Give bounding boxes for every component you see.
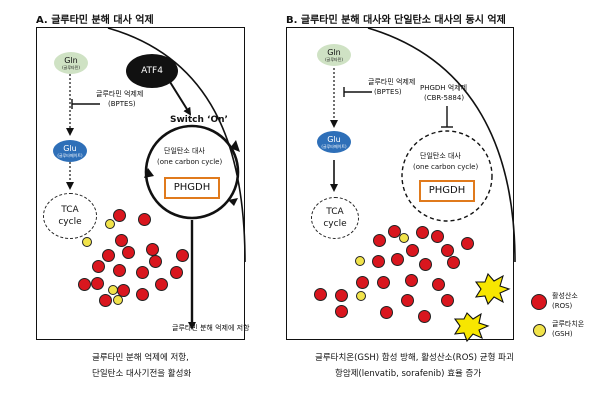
ros-dot <box>446 255 460 269</box>
ros-burst-2 <box>453 312 490 343</box>
panel-b-one-carbon-cycle <box>401 130 493 222</box>
panel-b-caption-line-1: 글루타치온(GSH) 합성 방해, 활성산소(ROS) 균형 파괴 <box>315 353 514 363</box>
ros-dot <box>145 242 159 256</box>
legend-gsh-label-2: (GSH) <box>552 330 573 338</box>
ros-dot <box>430 229 444 243</box>
ros-dot <box>379 305 393 319</box>
ros-dot <box>112 263 126 277</box>
legend-ros-label-2: (ROS) <box>552 302 573 310</box>
panel-b-tca-node: TCA cycle <box>311 197 359 239</box>
panel-a-tca-node: TCA cycle <box>43 193 97 239</box>
ros-dot <box>112 208 126 222</box>
ros-dot <box>390 252 404 266</box>
ros-dot <box>98 293 112 307</box>
ros-dot <box>101 248 115 262</box>
ros-dot <box>137 212 151 226</box>
panel-b-inhibitor2-label: PHGDH 억제제 <box>420 84 468 92</box>
ros-dot <box>114 233 128 247</box>
ros-dot <box>355 275 369 289</box>
ros-dot <box>440 243 454 257</box>
panel-b-inhibitor2-name: (CBR-5884) <box>424 94 465 102</box>
ros-dot <box>418 257 432 271</box>
ros-dot <box>404 273 418 287</box>
ros-dot <box>371 254 385 268</box>
ros-dot <box>372 233 386 247</box>
gsh-dot <box>82 237 92 247</box>
ros-dot <box>417 309 431 323</box>
ros-dot <box>121 245 135 259</box>
gsh-dot <box>355 256 365 266</box>
ros-dot <box>116 283 130 297</box>
panel-b-gln-node: Gln (글루타민) <box>317 44 351 66</box>
ros-burst-1 <box>474 272 511 306</box>
ros-dot <box>460 236 474 250</box>
panel-b-one-carbon-en: (one carbon cycle) <box>413 163 479 171</box>
panel-b-title: B. 글루타민 분해 대사와 단일탄소 대사의 동시 억제 <box>286 15 506 26</box>
panel-a-one-carbon-cycle <box>144 124 240 220</box>
ros-dot <box>90 276 104 290</box>
ros-dot <box>91 259 105 273</box>
panel-a-inhibitor-label: 글루타민 억제제 <box>96 90 144 98</box>
panel-a-resistance-label: 글루타민 분해 억제에 저항 <box>172 324 250 332</box>
panel-b-inhibitor1-name: (BPTES) <box>374 88 402 96</box>
ros-dot <box>405 243 419 257</box>
panel-b-frame <box>286 27 514 340</box>
ros-dot <box>400 293 414 307</box>
ros-dot <box>77 277 91 291</box>
ros-dot <box>440 293 454 307</box>
panel-a-cell-membrane <box>107 27 246 263</box>
gsh-dot <box>356 291 366 301</box>
ros-dot <box>313 287 327 301</box>
panel-b-caption-line-2: 항암제(lenvatib, sorafenib) 효율 증가 <box>335 369 482 379</box>
panel-b-phgdh-box: PHGDH <box>419 180 475 202</box>
ros-dot <box>431 277 445 291</box>
panel-a-atf4-node: ATF4 <box>126 54 178 88</box>
panel-a-caption-line-2: 단일탄소 대사기전을 활성화 <box>92 369 192 379</box>
panel-b-inhibitor1-label: 글루타민 억제제 <box>368 78 416 86</box>
panel-a-one-carbon-ko: 단일탄소 대사 <box>164 147 205 155</box>
ros-dot <box>154 277 168 291</box>
gsh-dot <box>113 295 123 305</box>
panel-a-one-carbon-en: (one carbon cycle) <box>157 158 223 166</box>
panel-a-gln-node: Gln (글루타민) <box>54 52 88 74</box>
panel-a-inhibitor-name: (BPTES) <box>108 100 136 108</box>
panel-b-one-carbon-ko: 단일탄소 대사 <box>420 152 461 160</box>
ros-dot <box>334 304 348 318</box>
panel-a-switch-on: Switch ‘On’ <box>170 115 228 125</box>
panel-b-glu-node: Glu (글루타메이트) <box>317 131 351 153</box>
legend-ros-label-1: 활성산소 <box>552 292 578 300</box>
legend-ros-dot <box>531 294 547 310</box>
panel-a-atf4-arrow <box>169 81 192 116</box>
ros-dot <box>169 265 183 279</box>
legend-gsh-dot <box>533 324 546 337</box>
panel-a-phgdh-box: PHGDH <box>164 177 220 199</box>
ros-dot <box>135 287 149 301</box>
ros-dot <box>148 254 162 268</box>
gsh-dot <box>399 233 409 243</box>
ros-dot <box>175 248 189 262</box>
ros-dot <box>376 275 390 289</box>
panel-b-cell-membrane <box>367 27 516 263</box>
ros-dot <box>334 288 348 302</box>
panel-a-title: A. 글루타민 분해 대사 억제 <box>36 15 154 26</box>
ros-dot <box>415 225 429 239</box>
gsh-dot <box>105 219 115 229</box>
ros-dot <box>135 265 149 279</box>
panel-a-caption-line-1: 글루타민 분해 억제에 저항, <box>92 353 189 363</box>
panel-a-glu-node: Glu (글루타메이트) <box>53 140 87 162</box>
legend-gsh-label-1: 글루타치온 <box>552 320 585 328</box>
ros-dot <box>387 224 401 238</box>
